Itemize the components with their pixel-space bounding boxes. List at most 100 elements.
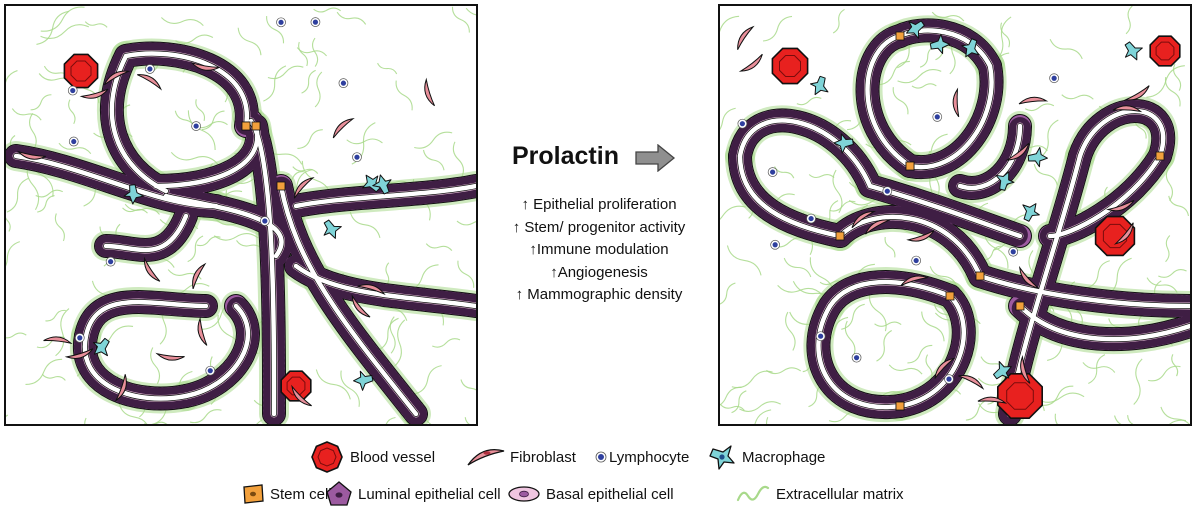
normal-tissue-illustration <box>6 6 476 424</box>
fibroblast <box>16 150 46 160</box>
extracellular-matrix-fiber <box>201 110 225 131</box>
extracellular-matrix-icon <box>736 485 770 502</box>
extracellular-matrix-fiber <box>919 45 936 68</box>
lymphocyte-nucleus <box>262 218 268 224</box>
extracellular-matrix-fiber <box>874 321 902 327</box>
normal-tissue-panel <box>4 4 478 426</box>
extracellular-matrix-fiber <box>414 131 453 149</box>
extracellular-matrix-fiber <box>832 8 845 34</box>
legend-item-lymphocyte: Lymphocyte <box>594 441 689 473</box>
extracellular-matrix-fiber <box>296 47 328 57</box>
legend-item-extracellular-matrix: Extracellular matrix <box>736 478 904 510</box>
duct-segment <box>867 183 1023 239</box>
extracellular-matrix-fiber <box>263 65 287 102</box>
legend-item-stem-cell: Stem cell <box>240 478 332 510</box>
extracellular-matrix-fiber <box>762 15 793 42</box>
extracellular-matrix-fiber <box>1133 358 1143 405</box>
extracellular-matrix-fiber <box>256 419 263 424</box>
blood-vessel-lumen <box>70 60 92 82</box>
lymphocyte-nucleus <box>739 121 745 127</box>
extracellular-matrix-fiber <box>336 11 367 25</box>
macrophage <box>353 370 374 391</box>
extracellular-matrix-fiber <box>731 390 747 414</box>
extracellular-matrix-fiber <box>931 11 965 22</box>
extracellular-matrix-fiber <box>349 211 381 239</box>
legend-row-2: Stem cell Luminal epithelial cell Basal … <box>0 478 1200 510</box>
duct-segment <box>827 279 953 309</box>
extracellular-matrix-fiber <box>189 409 222 424</box>
extracellular-matrix-fiber <box>897 69 942 84</box>
duct-segment <box>1077 108 1166 159</box>
prolactin-heading: Prolactin <box>484 138 714 178</box>
extracellular-matrix-fiber <box>720 403 745 411</box>
extracellular-matrix-fiber <box>150 347 161 384</box>
extracellular-matrix-fiber <box>465 7 476 16</box>
duct-segment <box>163 193 284 259</box>
extracellular-matrix-fiber <box>1169 419 1187 424</box>
extracellular-matrix-fiber <box>460 379 476 391</box>
fibroblast <box>1106 199 1135 212</box>
lymphocyte-nucleus <box>853 355 860 361</box>
right-arrow-icon <box>635 144 676 172</box>
macrophage <box>1022 203 1040 222</box>
extracellular-matrix-fiber <box>720 282 736 305</box>
macrophage <box>906 20 925 39</box>
legend-label: Extracellular matrix <box>776 485 904 503</box>
macrophage <box>123 184 144 205</box>
extracellular-matrix-fiber <box>1125 6 1133 35</box>
blood-vessel-lumen <box>779 55 801 77</box>
lymphocyte-nucleus <box>312 19 319 25</box>
blood-vessel-icon <box>311 441 343 473</box>
extracellular-matrix-fiber <box>6 241 20 267</box>
extracellular-matrix-fiber <box>376 317 399 352</box>
extracellular-matrix-fiber <box>385 416 396 424</box>
lymphocyte-nucleus <box>354 154 360 160</box>
lymphocyte-nucleus <box>278 19 284 25</box>
extracellular-matrix-fiber <box>1049 38 1083 60</box>
extracellular-matrix-fiber <box>313 7 341 13</box>
extracellular-matrix-fiber <box>425 243 453 251</box>
extracellular-matrix-fiber <box>754 409 772 424</box>
extracellular-matrix-fiber <box>796 96 822 106</box>
fibroblast <box>906 230 935 242</box>
extracellular-matrix-fiber <box>422 149 445 171</box>
lymphocyte-nucleus <box>808 215 814 222</box>
extracellular-matrix-fiber <box>30 94 52 111</box>
extracellular-matrix-fiber <box>1165 235 1171 263</box>
stem-cell <box>975 271 985 281</box>
extracellular-matrix-fiber <box>297 129 323 149</box>
fibroblast <box>1113 222 1134 245</box>
extracellular-matrix-fiber <box>783 257 812 278</box>
lymphocyte-nucleus <box>70 87 76 94</box>
fibroblast <box>291 384 312 407</box>
legend-label: Lymphocyte <box>609 448 690 466</box>
legend-item-luminal-epithelial-cell: Luminal epithelial cell <box>324 478 501 510</box>
extracellular-matrix-fiber <box>911 83 937 89</box>
extracellular-matrix-fiber <box>6 332 27 339</box>
extracellular-matrix-fiber <box>395 80 413 111</box>
fibroblast <box>332 118 355 139</box>
duct-segment <box>123 51 250 129</box>
duct-segment <box>115 42 258 137</box>
duct-segment <box>13 153 219 209</box>
extracellular-matrix-fiber <box>451 6 470 33</box>
extracellular-matrix-fiber <box>766 416 769 424</box>
duct-segment <box>103 213 189 253</box>
effect-item: ↑Angiogenesis <box>550 263 648 281</box>
extracellular-matrix-fiber <box>195 99 206 121</box>
fibroblast <box>114 374 127 402</box>
macrophage <box>993 360 1012 380</box>
macrophage <box>372 174 392 195</box>
extracellular-matrix-fiber <box>1146 277 1178 293</box>
extracellular-matrix-fiber <box>54 213 65 242</box>
extracellular-matrix-fiber <box>58 142 92 155</box>
extracellular-matrix-fiber <box>6 70 18 84</box>
effect-item: ↑ Mammographic density <box>515 286 683 303</box>
extracellular-matrix-fiber <box>45 309 66 322</box>
stem-cell <box>895 401 905 411</box>
extracellular-matrix-fiber <box>55 308 70 357</box>
fibroblast <box>1123 85 1150 101</box>
macrophage <box>809 75 829 96</box>
lymphocyte-icon <box>595 451 607 463</box>
luminal-epithelial-cell-icon <box>326 481 352 506</box>
